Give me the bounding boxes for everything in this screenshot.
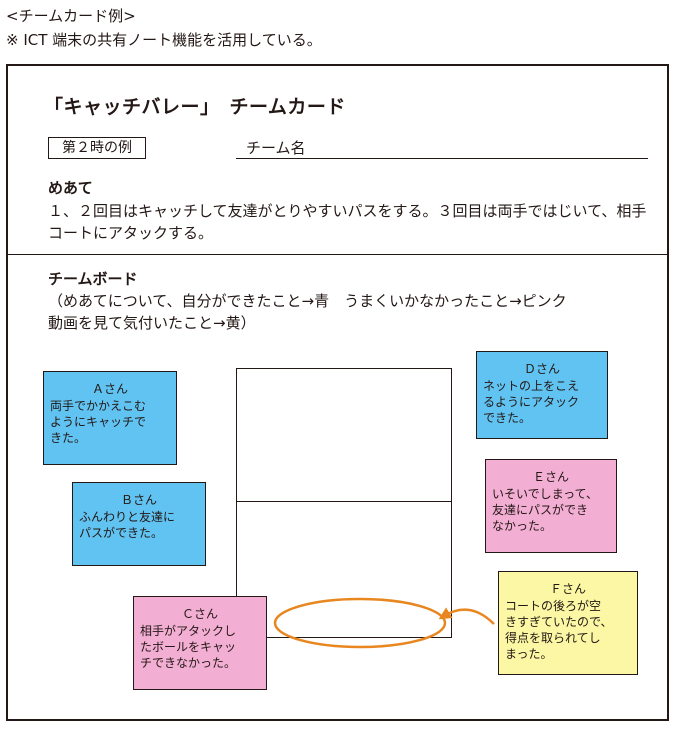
card-title: 「キャッチバレー」 チームカード — [44, 96, 346, 118]
note-text: 両手でかかえこむ ようにキャッチで きた。 — [50, 399, 147, 445]
goal-text: １、２回目はキャッチして友達がとりやすいパスをする。３回目は両手ではじいて、相手… — [48, 202, 647, 242]
board-description: （めあてについて、自分ができたこと→青 うまくいかなかったこと→ピンク 動画を見… — [48, 292, 567, 332]
court-front-half — [236, 500, 452, 638]
lesson-label: 第２時の例 — [48, 137, 146, 159]
team-name-line — [236, 158, 648, 159]
note-author: Ｄさん — [523, 362, 560, 376]
sticky-note-d[interactable]: Ｄさん ネットの上をこえ るようにアタック できた。 — [476, 351, 608, 439]
team-name-label: チーム名 — [246, 139, 306, 157]
note-author: Ｆさん — [549, 582, 586, 596]
annotation-overlay — [273, 597, 495, 649]
team-card: 「キャッチバレー」 チームカード 第２時の例 チーム名 めあて １、２回目はキャ… — [6, 64, 669, 721]
note-author: Ｃさん — [181, 607, 218, 621]
note-author: Ｂさん — [120, 493, 157, 507]
sticky-note-e[interactable]: Ｅさん いそいでしまって、 友達にパスができ なかった。 — [485, 459, 617, 553]
court-back-half — [236, 368, 452, 502]
section-divider — [8, 254, 667, 255]
note-text: ネットの上をこえ るようにアタック できた。 — [483, 379, 580, 425]
caption-title: <チームカード例> — [6, 7, 136, 25]
note-author: Ａさん — [91, 382, 128, 396]
note-text: 相手がアタックし たボールをキャッ チできなかった。 — [140, 624, 237, 670]
note-text: ふんわりと友達に パスができた。 — [79, 510, 176, 540]
sticky-note-b[interactable]: Ｂさん ふんわりと友達に パスができた。 — [72, 482, 206, 566]
note-text: コートの後ろが空 きすぎていたので、 得点を取られてし まった。 — [505, 599, 613, 661]
sticky-note-f[interactable]: Ｆさん コートの後ろが空 きすぎていたので、 得点を取られてし まった。 — [498, 571, 638, 675]
pointer-arrow — [438, 607, 495, 625]
caption-note: ※ ICT 端末の共有ノート機能を活用している。 — [6, 31, 322, 49]
note-text: いそいでしまって、 友達にパスができ なかった。 — [492, 487, 598, 533]
highlight-ellipse — [273, 597, 447, 649]
sticky-note-a[interactable]: Ａさん 両手でかかえこむ ようにキャッチで きた。 — [43, 371, 177, 465]
board-heading: チームボード — [48, 270, 138, 288]
sticky-note-c[interactable]: Ｃさん 相手がアタックし たボールをキャッ チできなかった。 — [133, 596, 267, 690]
note-author: Ｅさん — [532, 470, 569, 484]
goal-heading: めあて — [48, 179, 93, 197]
